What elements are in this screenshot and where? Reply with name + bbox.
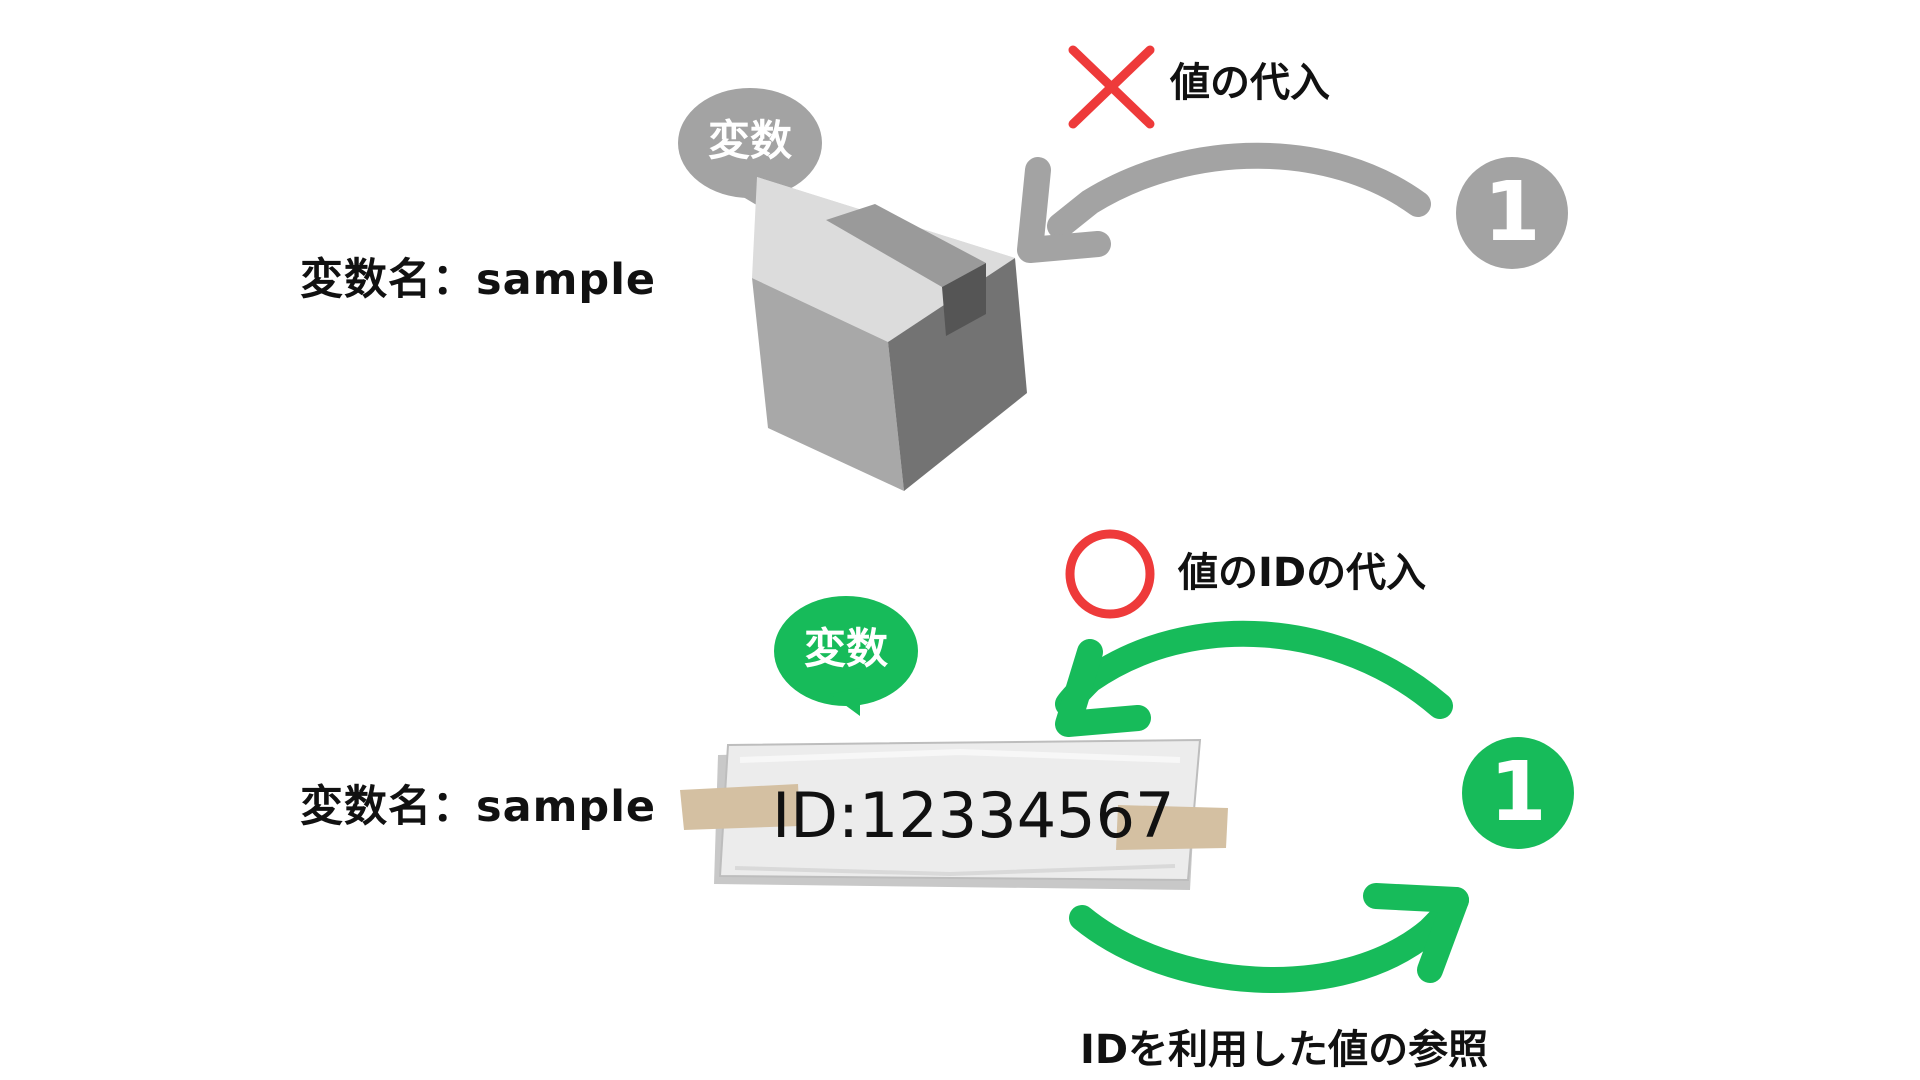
reference-label: IDを利用した値の参照 [1080, 1027, 1489, 1073]
assign-arrow-gray [1017, 142, 1431, 263]
id-paper-note [714, 738, 1202, 890]
top-bubble-text: 変数 [707, 116, 792, 165]
circle-icon [1065, 529, 1155, 619]
value-circle-gray [1456, 157, 1568, 269]
box-icon [752, 177, 1027, 491]
speech-bubble-gray [678, 88, 822, 207]
bottom-result-label: 値のIDの代入 [1178, 550, 1427, 596]
assign-arrow-green [1055, 620, 1453, 737]
speech-bubble-green [774, 596, 918, 716]
id-note-text: ID:12334567 [772, 779, 1175, 852]
tape-right [1116, 805, 1228, 850]
top-result-label: 値の代入 [1170, 60, 1330, 106]
bottom-bubble-text: 変数 [803, 624, 888, 673]
bottom-value-badge: 1 [1489, 745, 1547, 840]
bottom-variable-label: 変数名：sample [300, 782, 657, 832]
cross-icon [1068, 45, 1155, 129]
top-variable-label: 変数名：sample [300, 255, 657, 305]
top-value-badge: 1 [1483, 165, 1541, 260]
value-circle-green [1462, 737, 1574, 849]
reference-arrow-green [1069, 883, 1469, 993]
tape-left [680, 784, 800, 830]
